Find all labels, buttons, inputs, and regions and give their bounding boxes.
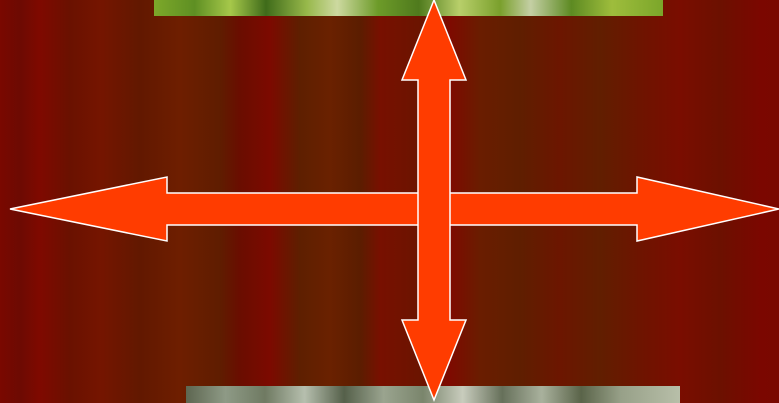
horizontal-double-arrow	[10, 177, 779, 241]
